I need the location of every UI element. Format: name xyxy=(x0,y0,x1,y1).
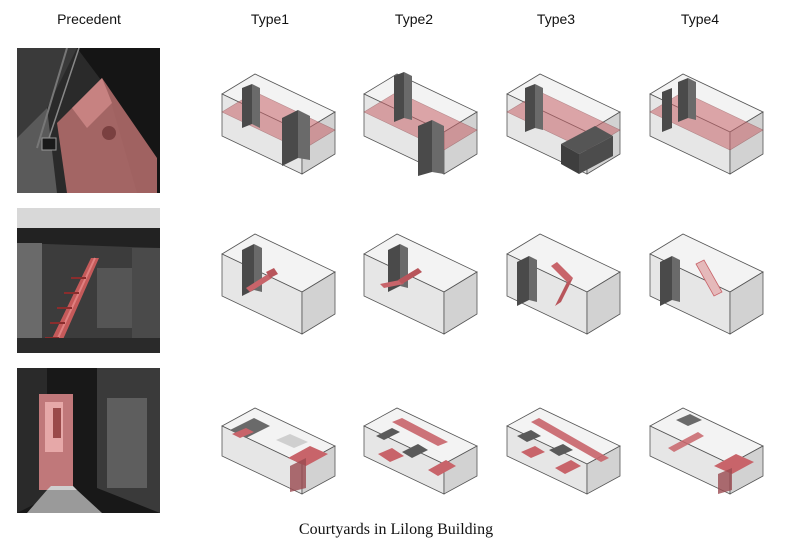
figure-caption: Courtyards in Lilong Building xyxy=(298,521,494,538)
diagram-row2-type1 xyxy=(210,222,350,342)
diagram-row1-type2 xyxy=(352,62,492,182)
diagram-row2-type3 xyxy=(495,222,635,342)
diagram-row1-type4 xyxy=(638,62,778,182)
header-type3: Type3 xyxy=(536,11,576,27)
precedent-photo-facade xyxy=(17,48,160,193)
header-type1: Type1 xyxy=(250,11,290,27)
diagram-row1-type1 xyxy=(210,62,350,182)
diagram-row3-type3 xyxy=(495,392,635,512)
diagram-row3-type4 xyxy=(638,392,778,512)
diagram-row3-type1 xyxy=(210,392,350,512)
diagram-row2-type4 xyxy=(638,222,778,342)
header-precedent: Precedent xyxy=(57,11,121,27)
diagram-row3-type2 xyxy=(352,392,492,512)
precedent-photo-corridor xyxy=(17,368,160,513)
header-type4: Type4 xyxy=(680,11,720,27)
header-type2: Type2 xyxy=(394,11,434,27)
precedent-photo-stair xyxy=(17,208,160,353)
diagram-row1-type3 xyxy=(495,62,635,182)
diagram-row2-type2 xyxy=(352,222,492,342)
